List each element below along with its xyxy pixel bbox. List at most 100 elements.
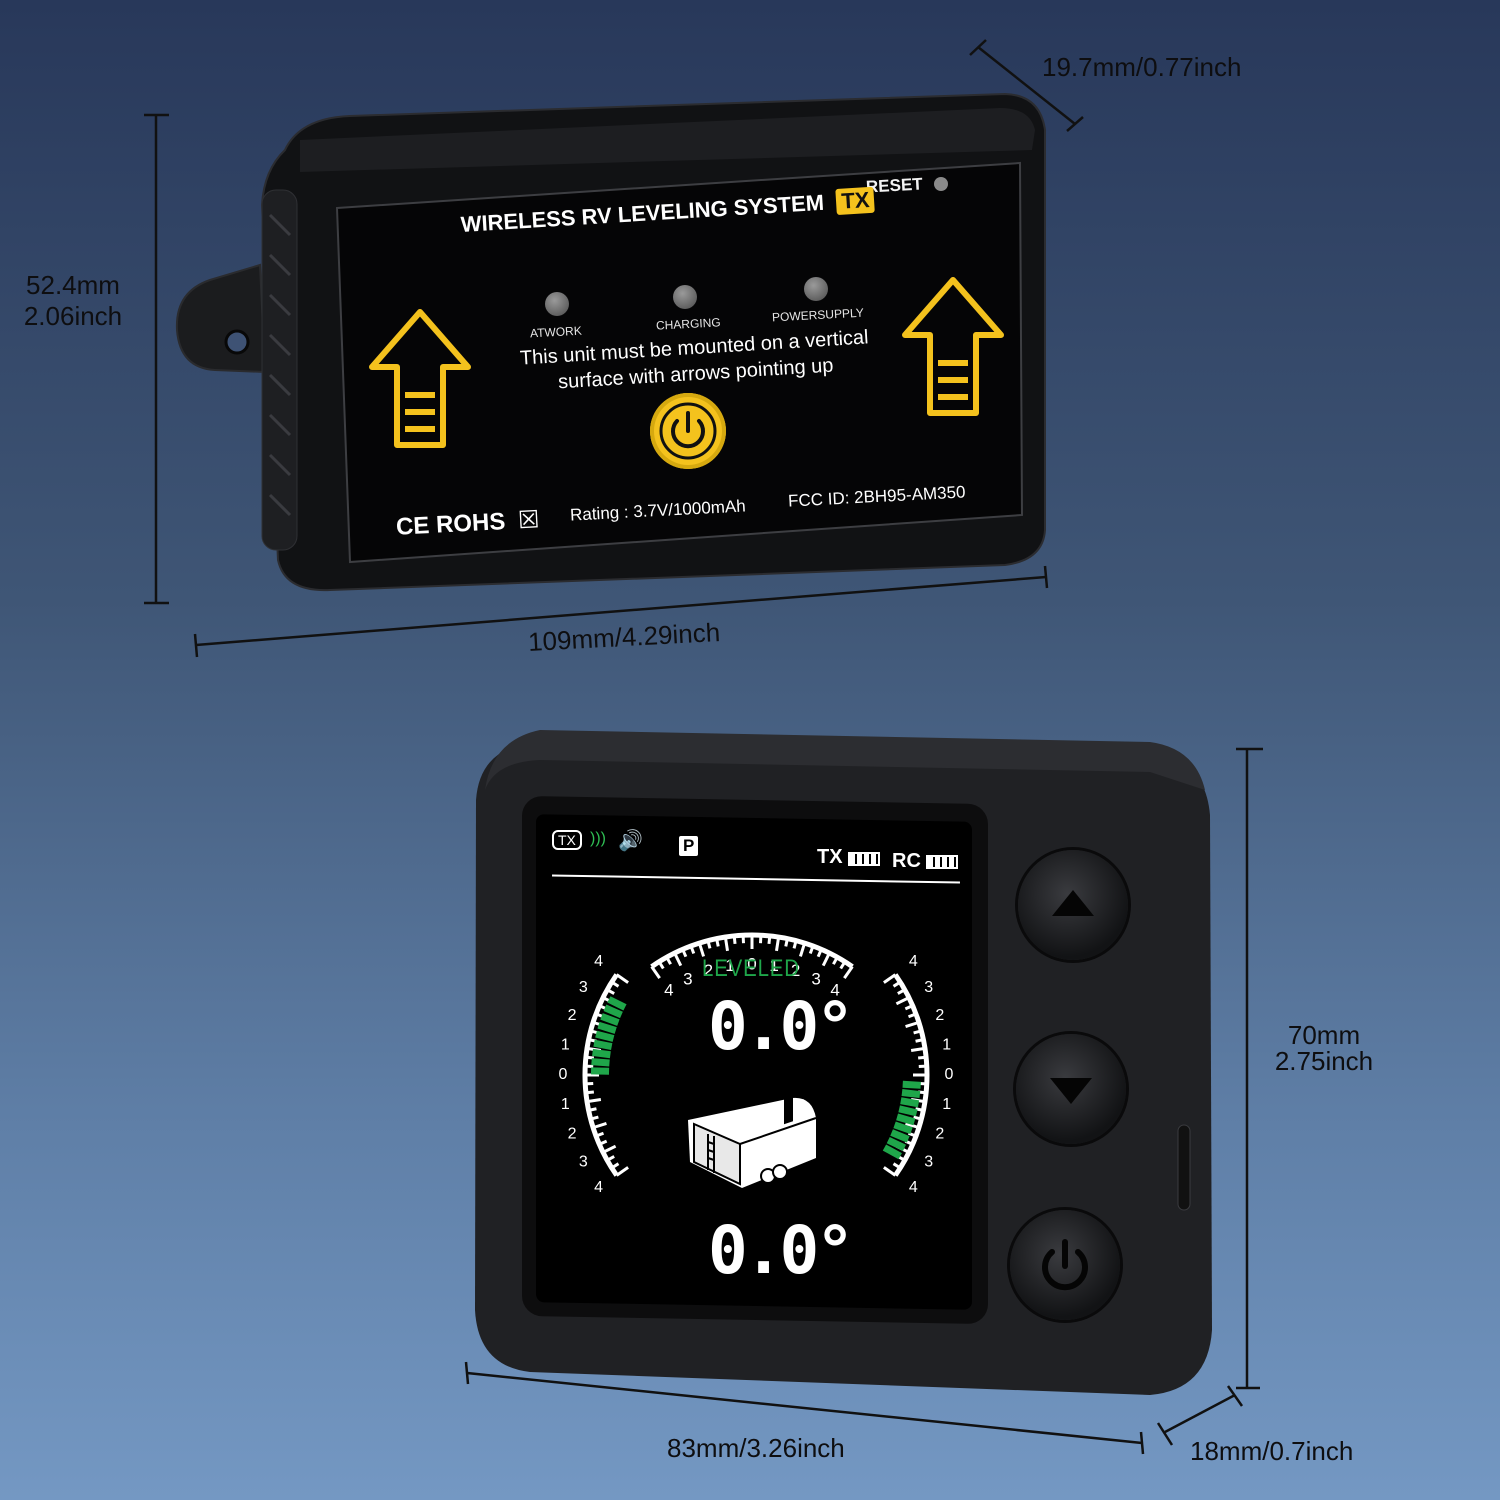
up-button[interactable] <box>1018 850 1128 960</box>
top-scale-tick <box>808 945 815 955</box>
left-scale-tick <box>615 973 629 984</box>
reset-button[interactable] <box>934 177 948 191</box>
left-scale-arc <box>582 973 619 1177</box>
top-scale-label: 0 <box>747 954 756 973</box>
right-scale-tick <box>904 1004 914 1011</box>
left-scale-tick <box>586 1098 602 1104</box>
right-scale-level-bar <box>901 1089 921 1099</box>
right-scale-tick <box>913 1029 922 1035</box>
right-scale-label: 2 <box>935 1007 944 1024</box>
top-scale-tick <box>650 965 661 979</box>
leveled-status: LEVELED <box>702 955 800 982</box>
left-scale-level-bar <box>593 1039 613 1051</box>
tx-badge: TX <box>835 186 876 215</box>
right-scale-level-bar <box>902 1080 921 1089</box>
right-scale-level-bar <box>890 1129 910 1143</box>
rc-height-label: 70mm 2.75inch <box>1262 1022 1386 1074</box>
left-scale-level-bar <box>591 1058 610 1067</box>
down-arrow-icon <box>1050 1078 1092 1104</box>
top-scale-tick <box>821 952 831 967</box>
left-scale-level-bar <box>603 1004 623 1019</box>
tx-power-button[interactable] <box>650 393 726 469</box>
rc-battery-icon <box>926 855 958 869</box>
top-scale-tick <box>798 942 807 957</box>
rc-width-label: 83mm/3.26inch <box>667 1433 845 1463</box>
right-scale-tick <box>915 1107 924 1112</box>
left-scale-label: 3 <box>579 979 588 996</box>
left-scale-label: 4 <box>594 953 603 970</box>
left-scale-tick <box>615 1166 629 1177</box>
right-scale-level-bar <box>893 1121 913 1135</box>
right-scale-level-bar <box>886 1136 906 1152</box>
tx-transmitter-unit: RESET WIRELESS RV LEVELING SYSTEM TX ATW… <box>170 85 1050 595</box>
down-button[interactable] <box>1016 1034 1126 1144</box>
up-arrow-icon <box>1052 890 1094 916</box>
arrow-up-icon-left <box>369 309 471 448</box>
top-scale-label: 4 <box>830 981 839 1000</box>
pitch-readout: 0.0° <box>708 988 855 1065</box>
right-scale-tick <box>913 1115 922 1121</box>
led-powersupply <box>804 277 828 301</box>
remote-power-button[interactable] <box>1010 1210 1120 1320</box>
top-scale-label: 3 <box>811 969 820 988</box>
tx-height-label: 52.4mm 2.06inch <box>14 270 132 332</box>
top-scale-tick <box>673 952 683 967</box>
rc-battery-label: RC <box>892 850 921 872</box>
right-scale-label: 0 <box>945 1066 954 1083</box>
right-scale-level-bar <box>896 1113 916 1126</box>
right-scale-tick <box>910 1046 926 1052</box>
top-scale-label: 2 <box>704 961 713 980</box>
led-label-atwork: ATWORK <box>529 323 583 341</box>
left-scale-tick <box>606 988 615 995</box>
left-scale-label: 3 <box>579 1153 588 1170</box>
right-scale-tick <box>892 980 902 988</box>
left-scale-level-bar <box>607 996 627 1011</box>
left-scale-level-bar <box>595 1030 615 1042</box>
top-scale-tick <box>689 945 696 955</box>
tx-battery-label: TX <box>817 846 843 868</box>
right-scale-label: 4 <box>909 1179 918 1196</box>
right-scale-tick <box>895 996 910 1006</box>
top-scale-label: 1 <box>769 956 778 975</box>
top-scale-label: 3 <box>683 969 692 988</box>
top-scale-tick <box>792 940 798 949</box>
left-scale-tick <box>598 1139 608 1146</box>
led-atwork <box>545 292 569 316</box>
right-scale-label: 3 <box>924 1153 933 1170</box>
top-scale-tick <box>775 936 781 952</box>
right-scale-tick <box>897 988 906 995</box>
top-scale-tick <box>843 965 854 979</box>
arrow-up-icon-right <box>902 277 1004 416</box>
tx-depth-label: 19.7mm/0.77inch <box>1042 52 1242 82</box>
top-scale-tick <box>732 935 737 945</box>
left-scale-label: 2 <box>568 1125 577 1142</box>
right-scale-tick <box>907 1012 917 1019</box>
right-scale-tick <box>905 1121 920 1130</box>
status-bar: TX ))) 🔊 P TX RC <box>552 828 962 886</box>
top-scale-tick <box>767 935 772 945</box>
tx-signal-badge: TX <box>552 830 582 850</box>
power-icon <box>1042 1239 1088 1291</box>
left-scale-level-bar <box>600 1013 620 1026</box>
top-scale-label: 1 <box>725 956 734 975</box>
top-scale-tick <box>697 942 706 957</box>
tx-height-mm: 52.4mm <box>26 270 120 300</box>
tx-height-in: 2.06inch <box>23 301 123 332</box>
top-scale-tick <box>839 960 847 970</box>
top-scale-arc <box>650 932 854 969</box>
weee-bin-icon: ☒ <box>517 506 541 535</box>
left-scale-label: 4 <box>594 1179 603 1196</box>
top-scale-tick <box>706 940 712 949</box>
right-scale-tick <box>915 1038 924 1043</box>
tx-unit-body <box>175 92 1046 592</box>
right-scale-label: 2 <box>935 1125 944 1142</box>
right-scale-tick <box>883 1166 897 1177</box>
tx-battery-icon <box>848 852 880 866</box>
top-scale-tick <box>816 948 823 958</box>
top-scale-label: 4 <box>664 981 673 1000</box>
rc-height-in: 2.75inch <box>1274 1046 1374 1076</box>
left-scale-tick <box>602 1144 617 1154</box>
rc-depth-label: 18mm/0.7inch <box>1190 1436 1354 1466</box>
wireless-signal-icon: ))) <box>590 830 606 847</box>
